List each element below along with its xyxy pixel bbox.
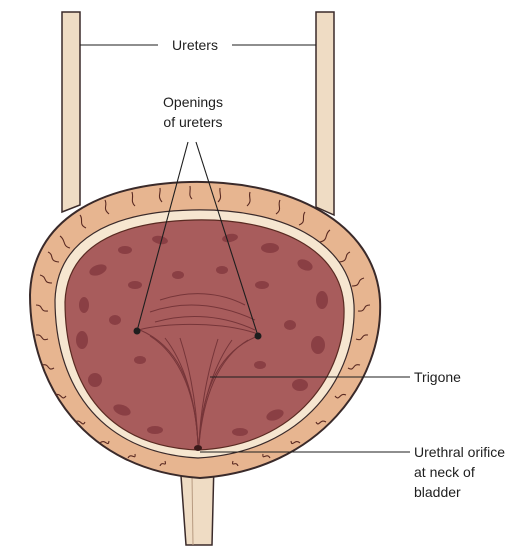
label-urethral-line3: bladder bbox=[414, 484, 461, 500]
ureter-left bbox=[62, 12, 80, 212]
label-trigone: Trigone bbox=[414, 369, 461, 385]
label-openings-line1: Openings bbox=[163, 94, 223, 110]
label-urethral-line1: Urethral orifice bbox=[414, 444, 505, 460]
urethral-orifice bbox=[194, 445, 202, 451]
label-openings-line2: of ureters bbox=[163, 114, 222, 130]
ureter-right bbox=[316, 12, 334, 215]
label-ureters: Ureters bbox=[172, 37, 218, 53]
label-urethral-line2: at neck of bbox=[414, 464, 475, 480]
